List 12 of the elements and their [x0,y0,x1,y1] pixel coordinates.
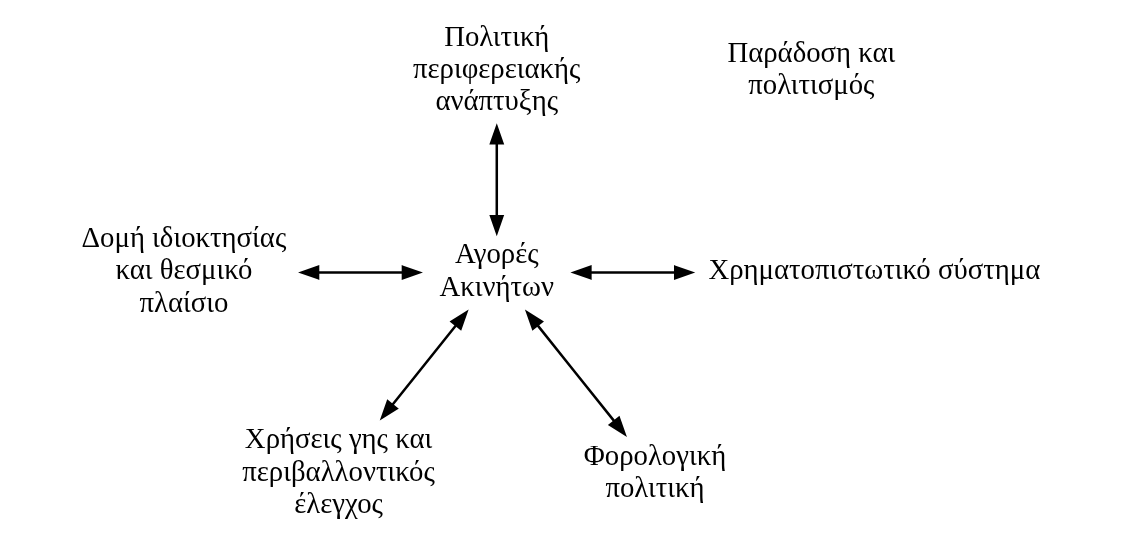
node-text: Χρήσεις γης και περιβαλλοντικός έλεγχος [242,422,435,520]
node-text: Χρηματοπιστωτικό σύστημα [708,253,1041,286]
node-text: Αγορές Ακινήτων [439,237,555,302]
node-text: Φορολογική πολιτική [583,438,727,503]
arrow [570,265,696,280]
node-text: Δομή ιδιοκτησίας και θεσμικό πλαίσιο [81,220,287,318]
label: Παράδοση και πολιτισμός [727,35,896,101]
arrow [524,309,627,438]
arrow [379,309,469,421]
arrow [298,265,423,280]
arrow [489,123,505,237]
node-text: Πολιτική περιφερειακής ανάπτυξης [413,19,581,117]
